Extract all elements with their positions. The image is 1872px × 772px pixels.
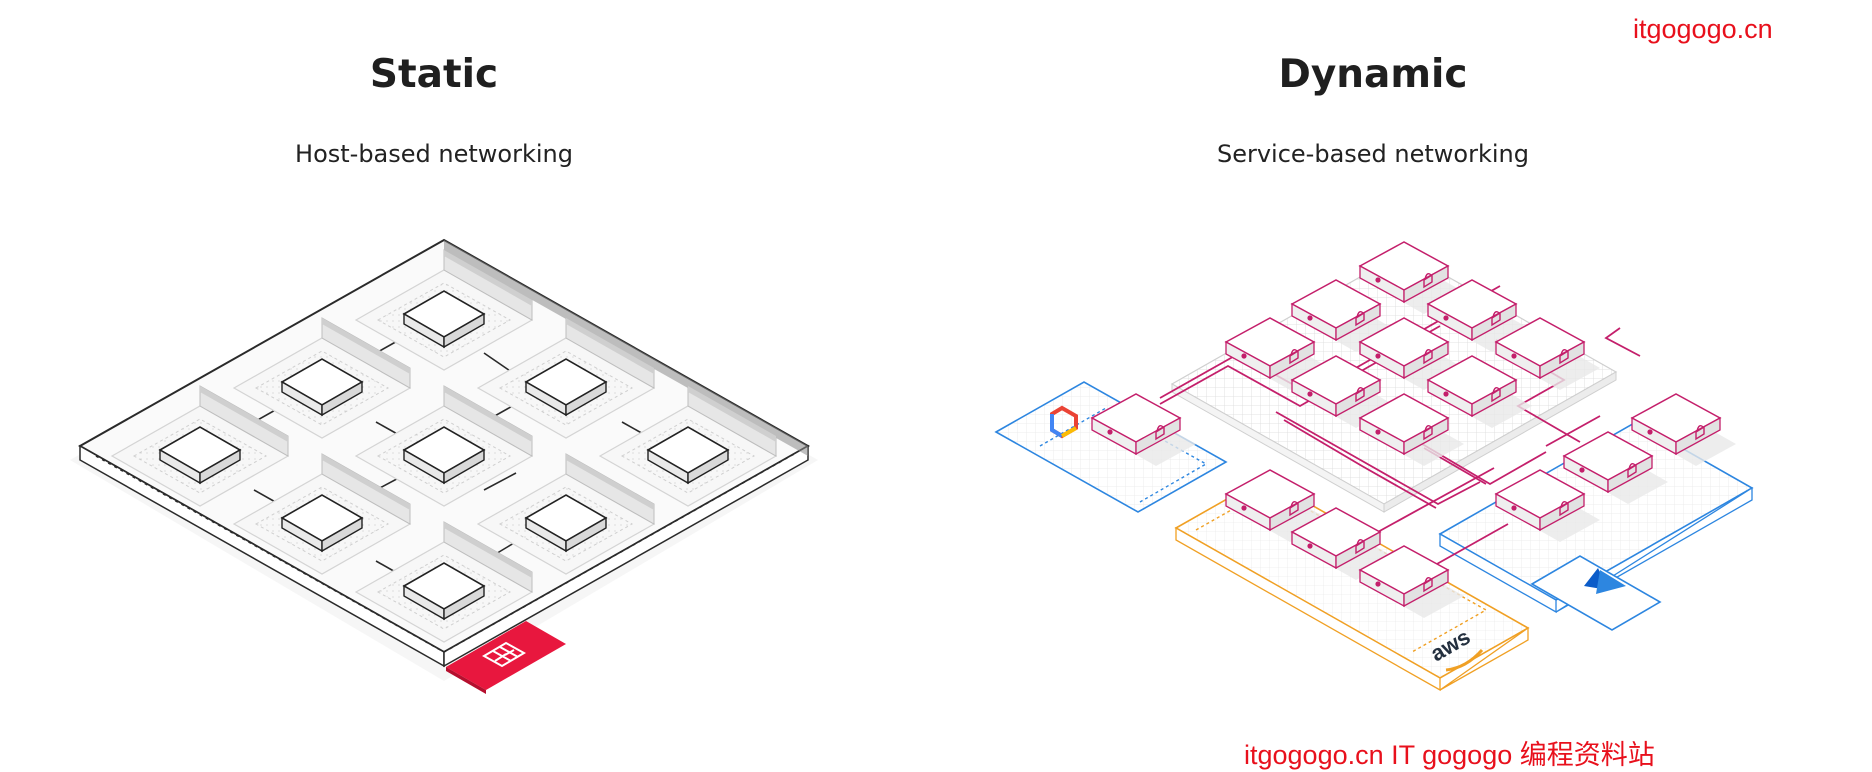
google-cloud-icon (1050, 405, 1078, 439)
host-node (354, 521, 534, 643)
service-node (1562, 431, 1668, 504)
service-node (1426, 355, 1532, 428)
service-node (1630, 393, 1736, 466)
service-node (1494, 317, 1600, 390)
lock-icon (1423, 576, 1433, 593)
lock-icon (1491, 386, 1501, 403)
lock-icon (1627, 462, 1637, 479)
dynamic-subtitle: Service-based networking (1216, 140, 1529, 168)
service-node (1090, 393, 1196, 466)
static-diagram (70, 238, 818, 694)
lock-icon (1355, 386, 1365, 403)
aws-region: aws (1174, 477, 1530, 692)
gcp-region (994, 381, 1228, 513)
host-node (354, 385, 534, 507)
lock-icon (1355, 538, 1365, 555)
lock-icon (1559, 348, 1569, 365)
service-node (1426, 279, 1532, 352)
azure-region (1438, 421, 1754, 631)
static-subtitle: Host-based networking (295, 140, 573, 168)
firewall-icon (481, 641, 527, 668)
dynamic-diagram: aws (994, 241, 1754, 692)
azure-icon (1584, 568, 1626, 594)
lock-icon (1355, 310, 1365, 327)
lock-icon (1695, 424, 1705, 441)
lock-icon (1155, 424, 1165, 441)
host-node (476, 453, 656, 575)
service-node (1358, 545, 1464, 618)
host-node (354, 249, 534, 371)
lock-icon (1423, 424, 1433, 441)
watermark-top: itgogogo.cn (1633, 14, 1773, 44)
static-hosts (110, 249, 778, 643)
watermark-bottom: itgogogo.cn IT gogogo 编程资料站 (1244, 740, 1655, 770)
host-node (598, 385, 778, 507)
host-node (476, 317, 656, 439)
host-node (232, 453, 412, 575)
dynamic-title: Dynamic (1278, 52, 1468, 97)
host-node (110, 385, 290, 507)
service-nodes (1090, 241, 1736, 618)
host-node (232, 317, 412, 439)
service-node (1494, 469, 1600, 542)
static-title: Static (369, 52, 499, 97)
service-node (1358, 393, 1464, 466)
lock-icon (1289, 348, 1299, 365)
lock-icon (1559, 500, 1569, 517)
lock-icon (1491, 310, 1501, 327)
lock-icon (1289, 500, 1299, 517)
lock-icon (1423, 272, 1433, 289)
service-node (1224, 469, 1330, 542)
service-node (1358, 241, 1464, 314)
lock-icon (1423, 348, 1433, 365)
